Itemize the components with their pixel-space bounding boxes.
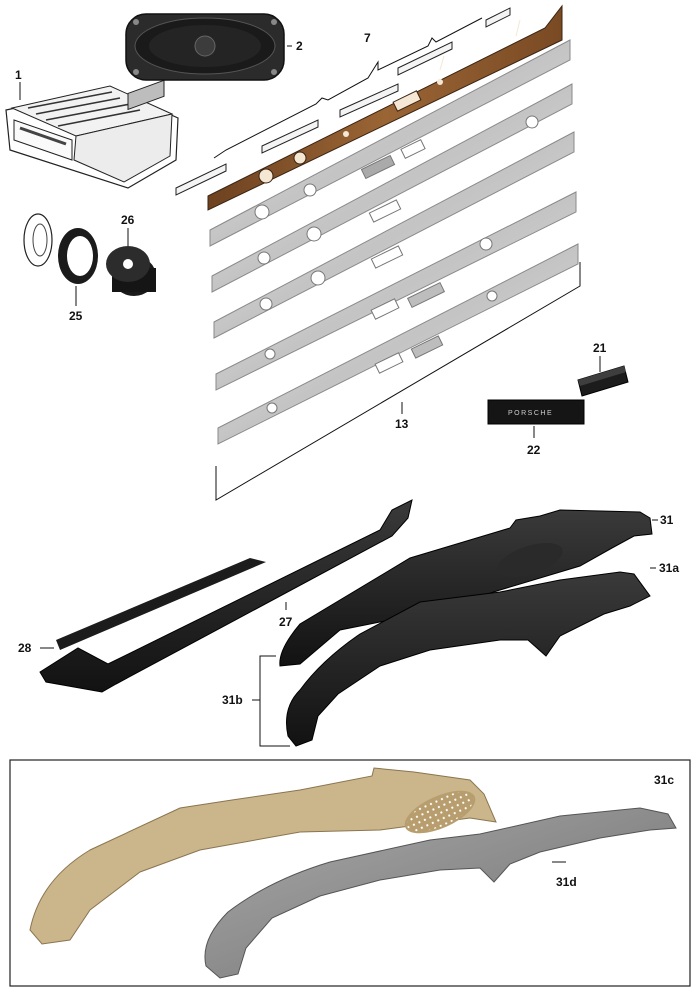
- badge-text: PORSCHE: [508, 410, 553, 417]
- steel-strip-4: [215, 191, 577, 391]
- callout-31c: 31c: [654, 773, 674, 787]
- rubber-ring: [58, 228, 98, 284]
- steel-strip-1: [209, 39, 571, 247]
- knob-housing: [106, 246, 156, 296]
- callout-31b: 31b: [222, 693, 243, 707]
- callout-21: 21: [593, 341, 607, 355]
- steel-strip-5: [217, 243, 579, 445]
- steel-strip-3: [213, 131, 575, 339]
- wood-dash-strip: [207, 4, 563, 211]
- grey-cover-31d: [204, 807, 677, 979]
- bracket-31b: [259, 655, 290, 747]
- callout-31d: 31d: [556, 875, 577, 889]
- callout-31: 31: [660, 513, 674, 527]
- speaker-illustration: [125, 13, 285, 81]
- radio-unit-illustration: [5, 79, 179, 189]
- callout-2: 2: [296, 39, 303, 53]
- bracket-7: [213, 17, 483, 159]
- callout-31a: 31a: [659, 561, 679, 575]
- callout-13: 13: [395, 417, 409, 431]
- gasket-ring: [23, 213, 53, 267]
- callout-22: 22: [527, 443, 541, 457]
- badge-plate-22: PORSCHE: [487, 399, 585, 425]
- dash-top-31: [279, 509, 653, 667]
- steel-strip-2: [211, 83, 573, 293]
- callout-1: 1: [15, 68, 22, 82]
- callout-27: 27: [279, 615, 293, 629]
- padded-strip-27: [39, 499, 413, 693]
- bracket-13: [215, 262, 581, 501]
- callout-25: 25: [69, 309, 83, 323]
- trim-strip-set: [175, 7, 511, 196]
- rubber-strip-28: [56, 558, 266, 650]
- callout-28: 28: [18, 641, 32, 655]
- callout-26: 26: [121, 213, 135, 227]
- dash-pad-31a: [286, 571, 651, 747]
- felt-backing-31c: [29, 767, 497, 945]
- small-grip-21: [577, 365, 629, 397]
- callout-7: 7: [364, 31, 371, 45]
